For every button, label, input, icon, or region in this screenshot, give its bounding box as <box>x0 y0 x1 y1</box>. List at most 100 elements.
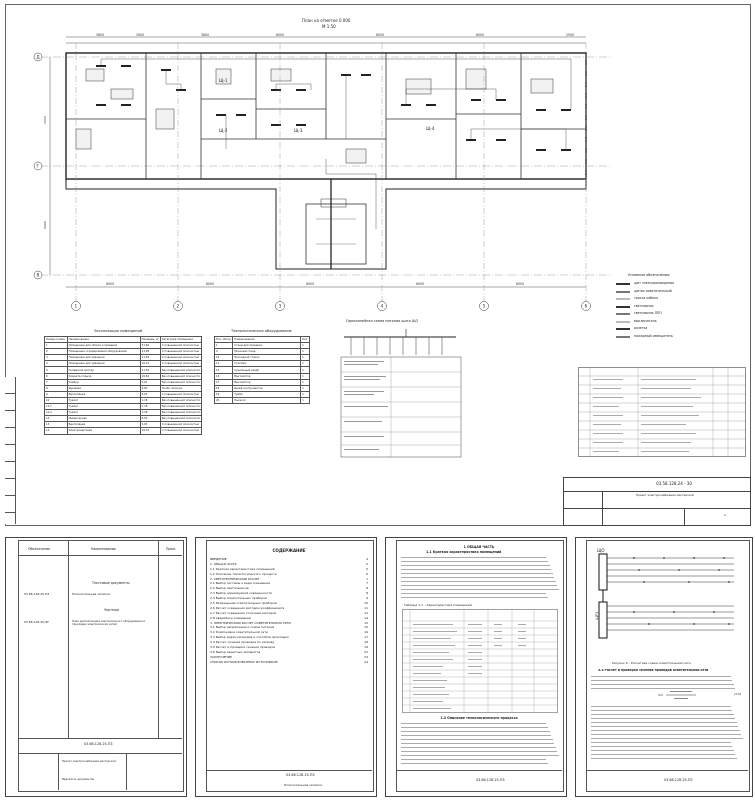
text-line <box>591 742 731 743</box>
dim-bot-2: 6000 <box>206 282 214 286</box>
text-line <box>591 726 739 727</box>
toc-item-page: 4 <box>366 558 368 561</box>
axis-1: 1 <box>75 304 78 309</box>
axis-2: 2 <box>177 304 180 309</box>
dim-top-1: 3600 <box>96 33 104 37</box>
toc-item-label: 1. ОБЩАЯ ЧАСТЬ <box>210 562 237 566</box>
toc-item-label: 3.6 Выбор защитных аппаратов <box>210 650 261 654</box>
rooms-table-cell: 14 <box>44 427 68 435</box>
axis-5: 5 <box>483 304 486 309</box>
toc-item-page: 9 <box>366 597 368 601</box>
toc-item-label: 3.1 Выбор напряжения и схемы питания <box>210 626 275 630</box>
text-line <box>591 738 743 739</box>
general-h3: 1.2 Описание технологического процесса <box>440 716 518 720</box>
plan-scale: М 1:50 <box>322 24 336 29</box>
calc-paragraph <box>591 676 743 692</box>
toc-item[interactable]: 3.4 Расчет сечения проводов по нагреву 18 <box>210 641 368 646</box>
toc-item[interactable]: 2.6 Расчет освещения методом коэффициент… <box>210 607 368 612</box>
text-line <box>401 589 559 590</box>
legend-label: трасса кабеля <box>634 296 659 300</box>
legend-item: выключатель <box>616 319 746 327</box>
toc-item-label: 3.5 Расчет и проверка сечения проводов <box>210 646 275 650</box>
dim-left-2: 6000 <box>43 221 47 229</box>
toc-item-label: 3.4 Расчет сечения проводов по нагреву <box>210 641 275 645</box>
text-line <box>591 714 734 715</box>
general-table-title: Таблица 1.1 – Характеристика помещений <box>404 604 472 607</box>
dim-top-3: 3600 <box>201 33 209 37</box>
legend-item: светильник ЛПО <box>616 311 746 319</box>
toc-item-page: 21 <box>364 650 368 654</box>
text-line <box>591 722 737 723</box>
toc-title: СОДЕРЖАНИЕ <box>272 548 306 553</box>
dim-bot-1: 6000 <box>106 282 114 286</box>
toc-item[interactable]: 3.6 Выбор защитных аппаратов 21 <box>210 651 368 656</box>
toc-item-label: 2.3 Выбор нормируемой освещенности <box>210 592 273 596</box>
text-line <box>401 557 547 558</box>
legend-symbol-icon <box>616 305 630 308</box>
text-line <box>591 754 736 755</box>
axis-4: 4 <box>381 304 384 309</box>
room-sh4: Щ-4 <box>426 126 435 131</box>
legend-item: трасса кабеля <box>616 296 746 304</box>
legend-symbol-icon <box>616 313 630 315</box>
toc-item-page: 10 <box>364 602 368 606</box>
toc-item-label: 1.1 Краткая характеристика помещений <box>210 567 275 571</box>
text-line <box>591 718 736 719</box>
text-line <box>401 565 550 566</box>
text-line <box>401 561 548 562</box>
toc-item-page: 6 <box>366 572 368 576</box>
left-stamp-strip <box>5 377 16 524</box>
title-block-desc: Проект электроснабжения мастерской <box>636 494 694 497</box>
text-line <box>591 758 737 759</box>
calc-stamp-code: 03.68.128.25-ПЗ <box>664 778 693 782</box>
calc-heading: 3.5 Расчет и проверка сечения проводов о… <box>598 669 709 672</box>
doclist-h-name: Наименование <box>91 547 116 551</box>
toc-item[interactable]: 3.3 Выбор марки проводов и способов прок… <box>210 636 368 641</box>
single-line-title: Однолинейная схема питания щита ЩО <box>346 319 419 323</box>
rooms-table: Номер помещ. Наименование Площадь, м² Ка… <box>44 335 203 435</box>
text-line <box>401 577 555 578</box>
toc-item-page: 12 <box>364 611 368 615</box>
text-line <box>591 684 734 685</box>
dim-top-6: 6000 <box>476 33 484 37</box>
text-line <box>401 751 558 752</box>
legend-label: щиток осветительный <box>634 288 672 293</box>
calc-formula-num: (3.5) <box>734 693 742 696</box>
text-line <box>401 755 559 756</box>
page-calc: ЩО ЩР1 Рисунок 6 – Расчетная схема освет… <box>575 537 753 797</box>
legend-item: щиток осветительный <box>616 289 746 297</box>
doclist-stamp-title: Ведомость документов <box>62 778 94 781</box>
text-line <box>591 680 733 681</box>
legend-item: розетка <box>616 326 746 334</box>
circuit-table <box>578 367 746 457</box>
general-h2: 1.1 Краткая характеристика помещений <box>426 550 502 554</box>
toc-item-label: СПИСОК ИСПОЛЬЗОВАННЫХ ИСТОЧНИКОВ <box>210 660 278 664</box>
toc-item-label: 2.1 Выбор системы и вида освещения <box>210 582 271 586</box>
toc-item[interactable]: 3. ЭЛЕКТРИЧЕСКИЙ РАСЧЁТ ОСВЕТИТЕЛЬНОЙ СЕ… <box>210 622 368 627</box>
page-general: 1 ОБЩАЯ ЧАСТЬ 1.1 Краткая характеристика… <box>385 537 567 797</box>
toc-item[interactable]: 3.5 Расчет и проверка сечения проводов 19 <box>210 646 368 651</box>
legend-item: пожарный извещатель <box>616 334 746 342</box>
toc-item-page: 19 <box>364 646 368 650</box>
toc-item-page: 18 <box>364 641 368 645</box>
text-line <box>401 573 553 574</box>
dim-bot-4: 6000 <box>416 282 424 286</box>
